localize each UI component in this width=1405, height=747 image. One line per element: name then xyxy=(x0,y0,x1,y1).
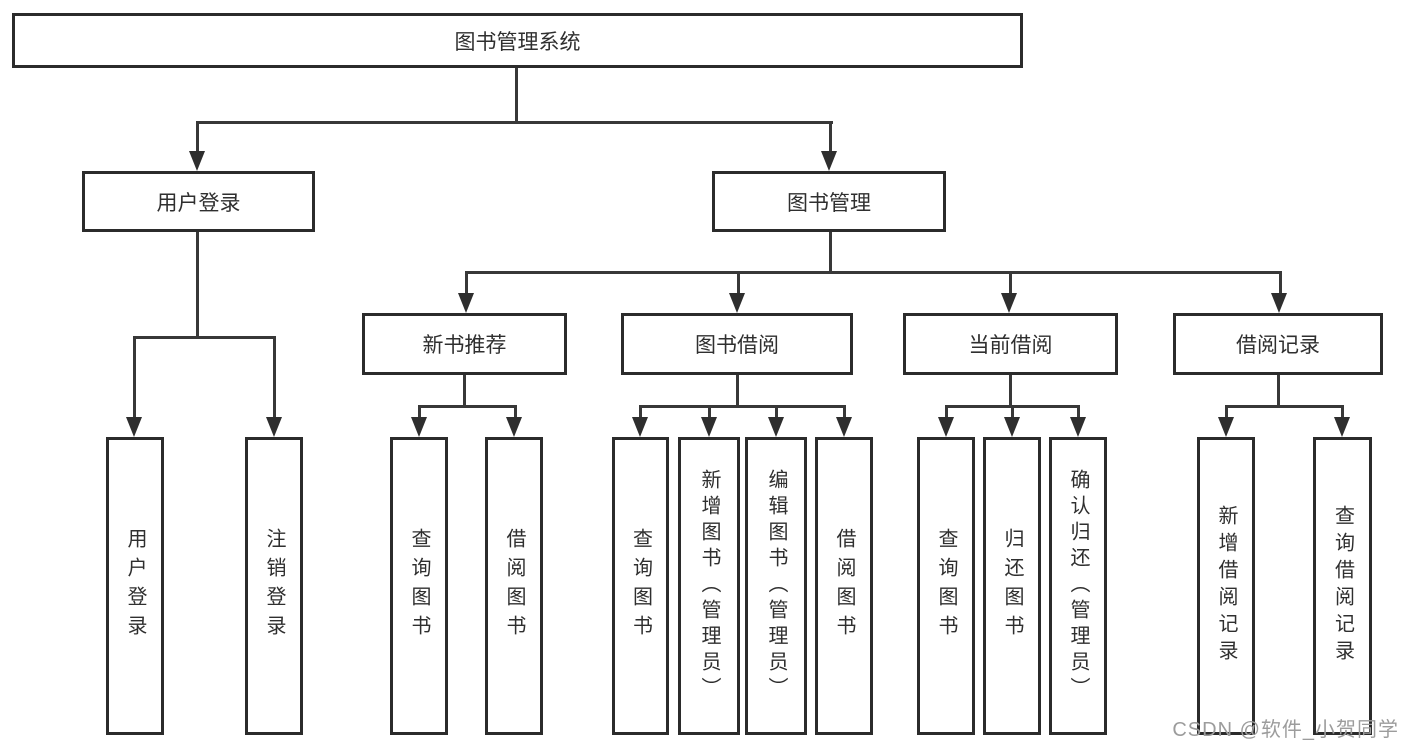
node-book-borrow: 图书借阅 xyxy=(621,313,853,375)
connector-new-book-stem xyxy=(463,375,466,408)
arrow-down-icon xyxy=(1218,417,1234,437)
node-current-borrow-label: 当前借阅 xyxy=(968,334,1053,357)
node-current-borrow: 当前借阅 xyxy=(903,313,1118,375)
connector-borrow-records-stem xyxy=(1277,375,1280,408)
connector-drop xyxy=(945,405,948,419)
arrow-down-icon xyxy=(1070,417,1086,437)
connector-drop-leaf-login xyxy=(133,336,136,419)
node-book-borrow-label: 图书借阅 xyxy=(695,334,779,357)
node-new-book-recommend: 新书推荐 xyxy=(362,313,567,375)
leaf-query-books-current: 查询图书 xyxy=(917,437,975,735)
leaf-borrow-books-recommend: 借阅图书 xyxy=(485,437,543,735)
arrow-down-icon xyxy=(768,417,784,437)
connector-drop-current-borrow xyxy=(1009,271,1012,295)
connector-drop-new-book xyxy=(465,271,468,295)
connector-drop-book-borrow xyxy=(737,271,740,295)
node-user-login: 用户登录 xyxy=(82,171,315,232)
connector-new-book-rail xyxy=(418,405,517,408)
node-book-management-label: 图书管理 xyxy=(787,191,871,215)
leaf-label: 查询图书 xyxy=(629,528,652,644)
node-borrow-records: 借阅记录 xyxy=(1173,313,1383,375)
leaf-label: 新增借阅记录 xyxy=(1215,505,1237,667)
node-library-system-label: 图书管理系统 xyxy=(454,30,581,54)
connector-borrow-records-rail xyxy=(1225,405,1344,408)
leaf-label: 确认归还（管理员） xyxy=(1067,469,1089,703)
arrow-down-icon xyxy=(821,151,837,171)
leaf-label: 借阅图书 xyxy=(503,528,525,644)
connector-drop xyxy=(418,405,421,419)
leaf-label: 查询借阅记录 xyxy=(1331,505,1354,667)
connector-drop xyxy=(843,405,846,419)
node-new-book-recommend-label: 新书推荐 xyxy=(422,334,507,357)
arrow-down-icon xyxy=(266,417,282,437)
connector-drop xyxy=(775,405,778,419)
leaf-confirm-return-admin: 确认归还（管理员） xyxy=(1049,437,1107,735)
leaf-label: 借阅图书 xyxy=(833,528,855,644)
arrow-down-icon xyxy=(701,417,717,437)
connector-drop-borrow-records xyxy=(1279,271,1282,295)
connector-drop xyxy=(708,405,711,419)
arrow-down-icon xyxy=(836,417,852,437)
connector-book-borrow-rail xyxy=(639,405,846,408)
arrow-down-icon xyxy=(729,293,745,313)
arrow-down-icon xyxy=(126,417,142,437)
leaf-query-books-borrow: 查询图书 xyxy=(612,437,669,735)
arrow-down-icon xyxy=(1271,293,1287,313)
arrow-down-icon xyxy=(1004,417,1020,437)
arrow-down-icon xyxy=(632,417,648,437)
connector-drop xyxy=(639,405,642,419)
leaf-label: 查询图书 xyxy=(935,528,957,644)
leaf-label: 新增图书（管理员） xyxy=(698,469,720,703)
connector-book-mgmt-rail xyxy=(465,271,1282,274)
node-book-management: 图书管理 xyxy=(712,171,946,232)
arrow-down-icon xyxy=(1334,417,1350,437)
leaf-label: 用户登录 xyxy=(124,528,146,644)
arrow-down-icon xyxy=(938,417,954,437)
connector-drop xyxy=(1011,405,1014,419)
connector-drop-user-login xyxy=(196,121,199,153)
leaf-label: 查询图书 xyxy=(408,528,430,644)
leaf-borrow-books: 借阅图书 xyxy=(815,437,873,735)
csdn-watermark: CSDN @软件_小贺同学 xyxy=(1172,719,1399,741)
arrow-down-icon xyxy=(458,293,474,313)
node-borrow-records-label: 借阅记录 xyxy=(1236,334,1320,357)
connector-drop xyxy=(1077,405,1080,419)
connector-drop-book-management xyxy=(829,121,832,153)
leaf-user-login: 用户登录 xyxy=(106,437,164,735)
leaf-query-borrow-record: 查询借阅记录 xyxy=(1313,437,1372,735)
connector-root-rail xyxy=(196,121,833,124)
connector-root-stem xyxy=(515,68,518,124)
connector-current-borrow-stem xyxy=(1009,375,1012,408)
leaf-label: 注销登录 xyxy=(263,528,285,644)
node-user-login-label: 用户登录 xyxy=(156,191,241,215)
arrow-down-icon xyxy=(1001,293,1017,313)
arrow-down-icon xyxy=(506,417,522,437)
connector-user-login-stem xyxy=(196,232,199,339)
leaf-return-books: 归还图书 xyxy=(983,437,1041,735)
connector-drop xyxy=(1341,405,1344,419)
connector-user-login-rail xyxy=(133,336,276,339)
leaf-logout: 注销登录 xyxy=(245,437,303,735)
arrow-down-icon xyxy=(411,417,427,437)
connector-drop-leaf-logout xyxy=(273,336,276,419)
leaf-add-books-admin: 新增图书（管理员） xyxy=(678,437,740,735)
connector-book-borrow-stem xyxy=(736,375,739,408)
connector-drop xyxy=(1225,405,1228,419)
leaf-label: 编辑图书（管理员） xyxy=(765,469,787,703)
connector-drop xyxy=(514,405,517,419)
leaf-label: 归还图书 xyxy=(1001,528,1023,644)
arrow-down-icon xyxy=(189,151,205,171)
node-library-system: 图书管理系统 xyxy=(12,13,1023,68)
connector-book-mgmt-stem xyxy=(829,232,832,274)
leaf-add-borrow-record: 新增借阅记录 xyxy=(1197,437,1255,735)
leaf-edit-books-admin: 编辑图书（管理员） xyxy=(745,437,807,735)
leaf-query-books-recommend: 查询图书 xyxy=(390,437,448,735)
